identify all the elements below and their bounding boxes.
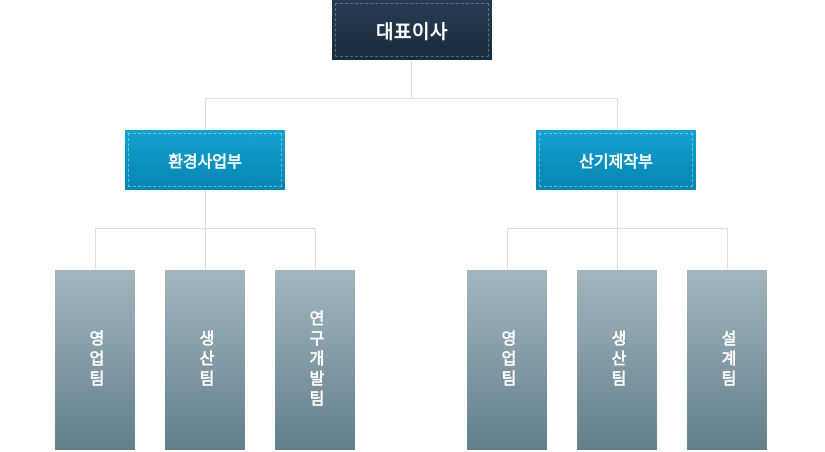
team-env-rnd-label: 연구개발팀 xyxy=(306,310,325,410)
team-mfg-production: 생산팀 xyxy=(577,270,657,450)
mfg-division-connector xyxy=(507,190,728,270)
division-mfg: 산기제작부 xyxy=(536,130,696,190)
team-mfg-design-label: 설계팀 xyxy=(718,330,737,390)
ceo-connector xyxy=(205,60,618,130)
team-mfg-sales-label: 영업팀 xyxy=(498,330,517,390)
team-mfg-design: 설계팀 xyxy=(687,270,767,450)
division-env-label: 환경사업부 xyxy=(168,152,242,171)
ceo-box: 대표이사 xyxy=(332,0,492,60)
team-env-production-label: 생산팀 xyxy=(196,330,215,390)
team-mfg-sales: 영업팀 xyxy=(467,270,547,450)
team-env-sales: 영업팀 xyxy=(55,270,135,450)
team-env-sales-label: 영업팀 xyxy=(86,330,105,390)
team-env-production: 생산팀 xyxy=(165,270,245,450)
division-env: 환경사업부 xyxy=(125,130,285,190)
ceo-label: 대표이사 xyxy=(376,20,448,43)
team-env-rnd: 연구개발팀 xyxy=(275,270,355,450)
team-mfg-production-label: 생산팀 xyxy=(608,330,627,390)
env-division-connector xyxy=(95,190,316,270)
division-mfg-label: 산기제작부 xyxy=(579,152,653,171)
